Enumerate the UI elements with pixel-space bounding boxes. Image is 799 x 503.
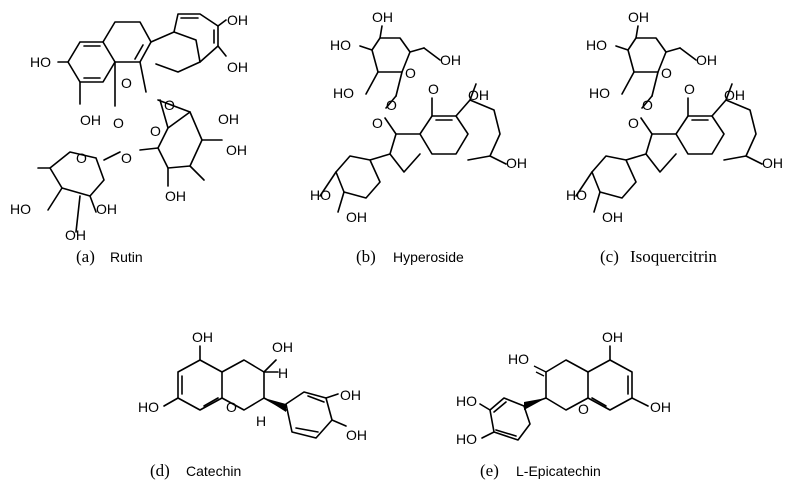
atom-label: OH (96, 201, 117, 217)
atom-label: OH (227, 59, 248, 75)
atom-label: O (642, 97, 653, 113)
atom-label: OH (218, 111, 239, 127)
atom-label: HO (508, 351, 529, 367)
atom-label: O (405, 65, 416, 81)
atom-label: O (578, 401, 589, 417)
caption-letter: (b) (356, 247, 376, 266)
atom-label: OH (468, 87, 489, 103)
atom-label: OH (650, 399, 671, 415)
atom-label: H (256, 413, 266, 429)
atom-label: O (76, 150, 87, 166)
atom-label: OH (192, 329, 213, 345)
structure-hyperoside: OH HO OH O HO O O OH O OH HO OH (b) Hype… (310, 9, 527, 266)
atom-label: HO (333, 85, 354, 101)
atom-label: HO (30, 54, 51, 70)
atom-label: OH (628, 9, 649, 25)
atom-label: O (226, 399, 237, 415)
atom-label: OH (724, 87, 745, 103)
caption-letter: (e) (480, 461, 499, 480)
atom-label: O (628, 115, 639, 131)
atom-label: O (121, 75, 132, 91)
atom-label: O (372, 115, 383, 131)
atom-label: HO (456, 431, 477, 447)
atom-label: OH (226, 142, 247, 158)
caption-name: Rutin (110, 249, 143, 265)
structure-catechin: OH OH H HO O H OH OH (d) Catechin (138, 329, 367, 480)
caption-name: Hyperoside (393, 249, 464, 265)
atom-label: O (164, 97, 175, 113)
structure-l-epicatechin: HO OH HO O OH HO OH (e) L-Epicatechin (456, 329, 671, 480)
atom-label: OH (506, 155, 527, 171)
atom-label: OH (762, 155, 783, 171)
caption-name: Isoquercitrin (630, 247, 717, 266)
atom-label: OH (272, 339, 293, 355)
atom-label: O (150, 123, 161, 139)
atom-label: HO (589, 85, 610, 101)
atom-label: O (428, 81, 439, 97)
atom-label: OH (602, 209, 623, 225)
atom-label: OH (165, 188, 186, 204)
atom-label: OH (65, 227, 86, 243)
atom-label: H (278, 365, 288, 381)
atom-label: HO (456, 393, 477, 409)
atom-label: OH (346, 209, 367, 225)
atom-label: HO (10, 201, 31, 217)
caption-name: Catechin (186, 463, 241, 479)
caption-letter: (d) (150, 461, 170, 480)
atom-label: OH (80, 112, 101, 128)
atom-label: HO (586, 37, 607, 53)
atom-label: O (661, 65, 672, 81)
caption-name: L-Epicatechin (516, 463, 601, 479)
atom-label: HO (138, 399, 159, 415)
atom-label: O (684, 81, 695, 97)
atom-label: HO (330, 37, 351, 53)
atom-label: OH (602, 329, 623, 345)
structure-rutin: HO OH OH O O OH O OH O OH O O HO OH OH O… (10, 12, 248, 266)
atom-label: O (113, 115, 124, 131)
caption-letter: (c) (600, 247, 619, 266)
structure-isoquercitrin: OH HO OH O HO O O OH O OH HO OH (c) Isoq… (566, 9, 783, 266)
atom-label: OH (340, 387, 361, 403)
atom-label: HO (566, 187, 587, 203)
atom-label: OH (440, 52, 461, 68)
atom-label: OH (696, 52, 717, 68)
atom-label: HO (310, 187, 331, 203)
atom-label: OH (346, 427, 367, 443)
atom-label: OH (372, 9, 393, 25)
caption-letter: (a) (76, 247, 95, 266)
atom-label: O (121, 150, 132, 166)
atom-label: OH (227, 12, 248, 28)
atom-label: O (386, 97, 397, 113)
